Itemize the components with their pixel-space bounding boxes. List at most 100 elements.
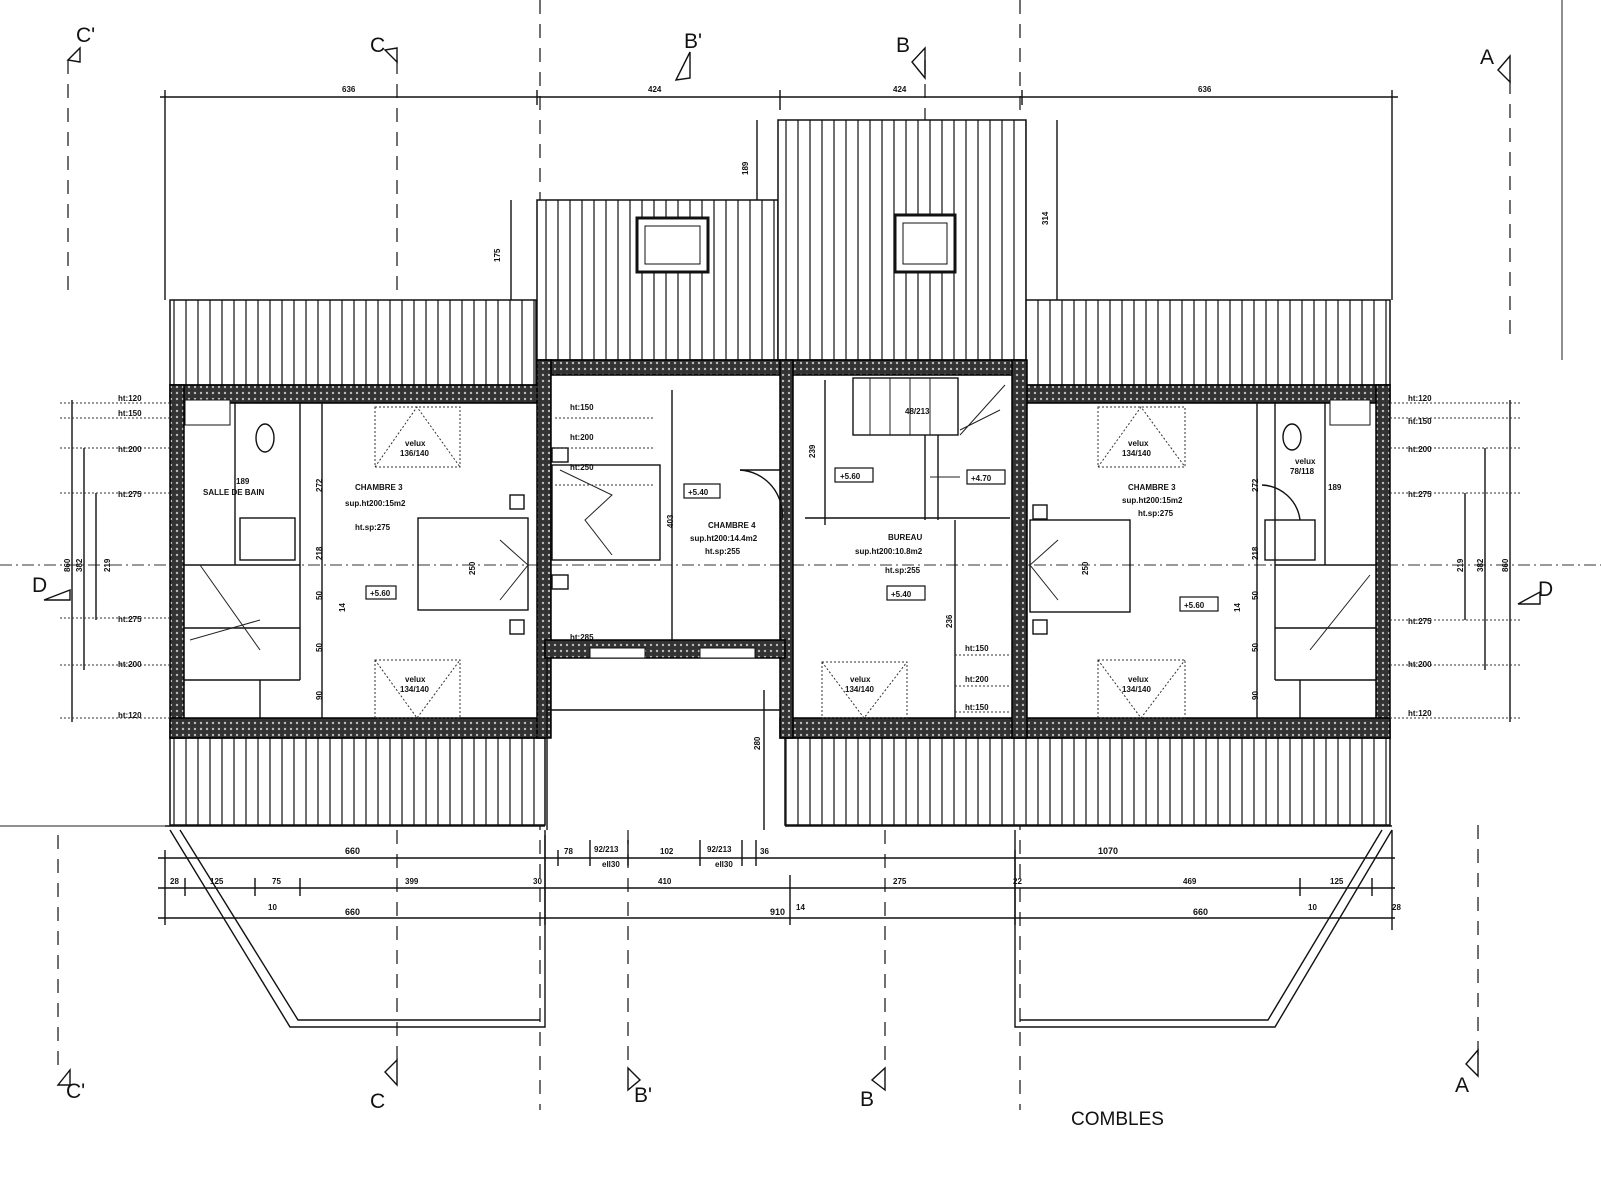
office: 48/213 +5.60 +4.70 BUREAU sup.ht200:10.8… [805,377,1010,719]
right-bedroom: CHAMBRE 3 sup.ht200:15m2 ht.sp:275 +5.60… [1029,403,1376,719]
bottom-structure: 280 [165,658,1393,1028]
section-marker-b-bottom: B [860,1088,874,1111]
height-label: ht:120 [118,711,142,720]
section-marker-c-bottom: C [370,1090,385,1113]
dim-label: 424 [648,85,662,94]
roof-top-left [169,299,537,386]
height-label: ht:250 [570,463,594,472]
dim-label: 28 [170,877,179,886]
stair-label: 48/213 [905,407,930,416]
dim-label: 272 [315,478,324,492]
room-height: ht.sp:275 [1138,509,1174,518]
velux-size: 78/118 [1290,467,1315,476]
dim-label: 92/213 [594,845,619,854]
dim-label: 189 [1328,483,1342,492]
room-area: sup.ht200:10.8m2 [855,547,923,556]
dim-label: 50 [315,591,324,600]
dim-label: 636 [342,85,356,94]
dim-label: 125 [210,877,224,886]
height-label: ht:200 [118,660,142,669]
dim-label: 14 [796,903,805,912]
height-label: ht:150 [1408,417,1432,426]
bottom-dimension-lines: 660 78 92/213 ell30 102 92/213 ell30 36 … [158,830,1401,930]
height-label: ht:285 [570,633,594,642]
room-name: CHAMBRE 3 [355,483,403,492]
room-height: ht.sp:275 [355,523,391,532]
room-name: SALLE DE BAIN [203,488,265,497]
height-label: ht:120 [1408,394,1432,403]
dim-label: 92/213 [707,845,732,854]
dim-label: 382 [1476,558,1485,572]
window [589,647,646,659]
bed [1029,519,1131,613]
height-label: ht:150 [965,703,989,712]
section-marker-a-top: A [1480,46,1494,69]
room-name: CHAMBRE 4 [708,521,756,530]
window [699,647,756,659]
roof-bottom-left [169,737,546,826]
dim-label: 78 [564,847,573,856]
velux-size: 134/140 [845,685,874,694]
dim-label: 660 [345,907,360,917]
height-label: ht:120 [118,394,142,403]
dim-label: 50 [1251,643,1260,652]
dim-label: ell30 [602,860,620,869]
center-bedroom: ht:150 ht:200 ht:250 ht:285 CHAMBRE 4 su… [551,390,783,642]
dim-label: 250 [1081,561,1090,575]
velux-label: velux [1128,675,1149,684]
dim-label: 22 [1013,877,1022,886]
roof-bottom-right [784,737,1391,826]
velux-size: 134/140 [1122,449,1151,458]
room-name: CHAMBRE 3 [1128,483,1176,492]
dim-label: 90 [315,691,324,700]
drawing-title: COMBLES [1071,1109,1164,1130]
height-label: ht:200 [1408,660,1432,669]
dim-label: 424 [893,85,907,94]
dim-label: 1070 [1098,846,1118,856]
dim-label: 239 [808,444,817,458]
height-label: ht:200 [965,675,989,684]
velux-label: velux [850,675,871,684]
height-label: ht:150 [118,409,142,418]
dim-label: 399 [405,877,419,886]
left-bedroom: CHAMBRE 3 sup.ht200:15m2 ht.sp:275 +5.60… [184,403,529,719]
dim-label: 10 [1308,903,1317,912]
dim-label: 50 [1251,591,1260,600]
dim-label: 14 [1233,603,1242,612]
dim-label: 10 [268,903,277,912]
top-dimension-line: 636 424 424 636 175 189 314 [160,85,1398,300]
side-height-markers: ht:120 ht:150 ht:200 ht:275 ht:275 ht:20… [60,394,1520,722]
room-area: sup.ht200:14.4m2 [690,534,758,543]
dim-label: 50 [315,643,324,652]
velux-label: velux [1295,457,1316,466]
level-marker: +5.60 [370,589,391,598]
dim-label: 189 [741,161,750,175]
dim-label: 314 [1041,211,1050,225]
velux-size: 134/140 [400,685,429,694]
dim-label: 36 [760,847,769,856]
height-label: ht:275 [118,615,142,624]
section-marker-a-bottom: A [1455,1074,1469,1097]
level-marker: +5.40 [688,488,709,497]
velux-size: 134/140 [1122,685,1151,694]
velux-label: velux [405,675,426,684]
dim-label: 410 [658,877,672,886]
dim-label: 175 [493,248,502,262]
section-markers: C' C B' B A C' C B' B A D D [32,24,1553,1113]
staircase [852,377,959,436]
section-marker-c-prime-bottom: C' [66,1080,85,1103]
level-marker: +5.60 [1184,601,1205,610]
section-marker-d-right: D [1538,578,1553,601]
dim-label: ell30 [715,860,733,869]
height-label: ht:200 [570,433,594,442]
terrace-left [169,829,546,1028]
dim-label: 910 [770,907,785,917]
dim-label: 75 [272,877,281,886]
dim-label: 860 [63,558,72,572]
dim-label: 218 [1251,546,1260,560]
room-area: sup.ht200:15m2 [1122,496,1183,505]
velux-size: 136/140 [400,449,429,458]
height-label: ht:275 [118,490,142,499]
level-marker: +5.60 [840,472,861,481]
section-marker-d-left: D [32,574,47,597]
